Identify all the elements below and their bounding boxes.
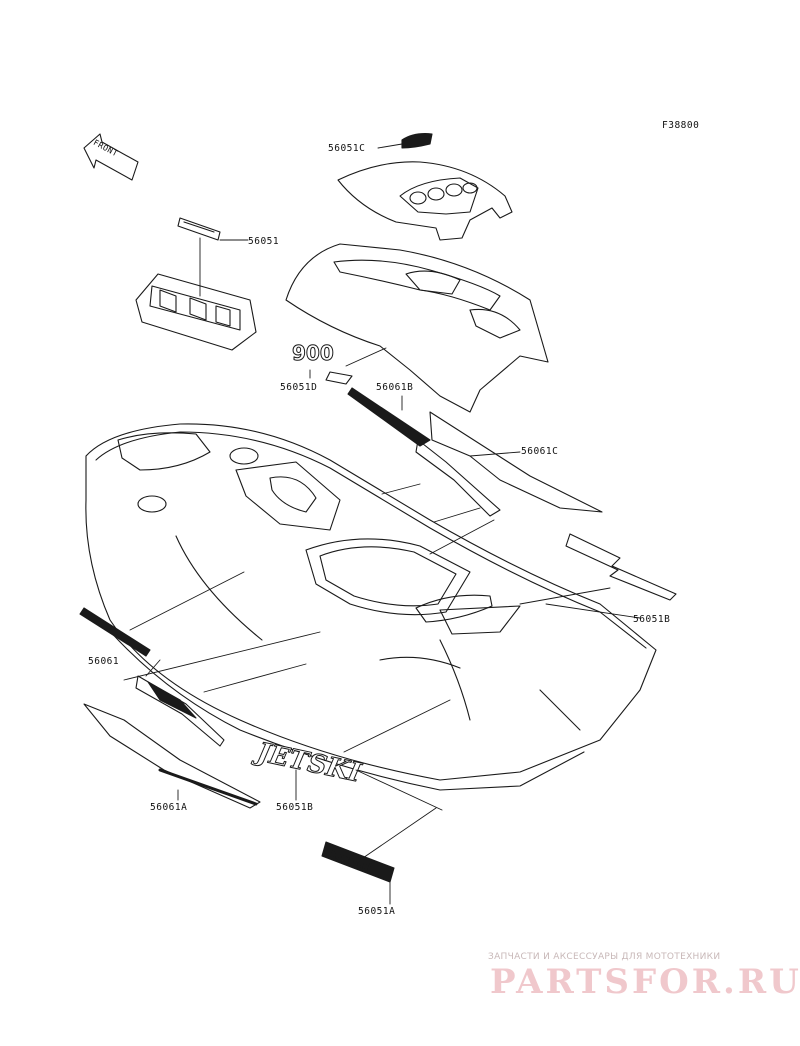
front-arrow-icon: [83, 133, 139, 181]
part-label-56051: 56051: [248, 236, 280, 247]
badge-56051c: [401, 133, 433, 149]
dash-cover: [285, 243, 549, 413]
lightning-decal-56051b: [565, 533, 677, 601]
stripe-56061c: [415, 411, 603, 517]
svg-text:900: 900: [292, 341, 334, 365]
svg-text:JETSKI: JETSKI: [250, 736, 365, 788]
decal-56051: [177, 217, 221, 241]
part-label-56051b-right: 56051B: [633, 614, 671, 625]
instrument-cover: [337, 161, 513, 241]
model-decal: 900: [292, 341, 353, 385]
stripe-56061a: [83, 703, 261, 809]
part-label-56051c: 56051C: [328, 143, 366, 154]
leader-lines: [123, 143, 641, 905]
jetski-decal: JETSKI: [249, 736, 365, 789]
part-label-56051b-lower: 56051B: [276, 802, 314, 813]
hull-deck: [85, 423, 657, 791]
kawasaki-decal: Kawasaki: [321, 841, 395, 883]
figure-code: F38800: [662, 120, 700, 131]
watermark-brand: PARTSFOR.RU: [490, 962, 800, 1002]
part-label-56061c: 56061C: [521, 446, 559, 457]
watermark-tagline: ЗАПЧАСТИ И АКСЕССУАРЫ ДЛЯ МОТОТЕХНИКИ: [488, 952, 721, 962]
stripe-56061b: [347, 387, 431, 447]
glove-box: [135, 273, 257, 351]
part-label-56061b: 56061B: [376, 382, 414, 393]
part-label-56051d: 56051D: [280, 382, 318, 393]
part-label-56051a: 56051A: [358, 906, 396, 917]
part-label-56061: 56061: [88, 656, 120, 667]
part-label-56061a: 56061A: [150, 802, 188, 813]
stripe-56061: [79, 607, 225, 747]
